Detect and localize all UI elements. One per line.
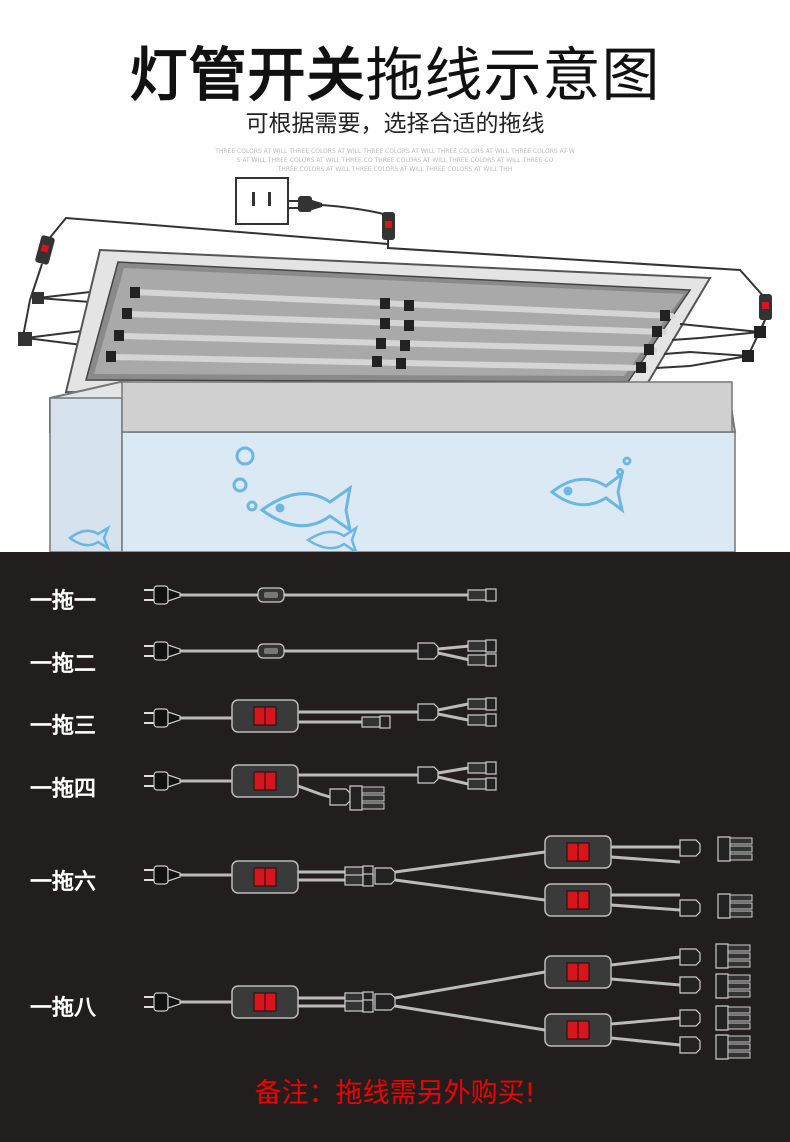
fish-icon <box>549 470 625 514</box>
tank-lid <box>64 248 712 398</box>
fine-print-line: THREE COLORS AT WILL THREE COLORS AT WIL… <box>215 148 575 155</box>
aquarium-illustration <box>18 177 772 552</box>
title-light: 拖线示意图 <box>365 41 661 109</box>
cable-1to4-diagram <box>143 761 497 811</box>
diagram-section: 灯管开关拖线示意图 可根据需要，选择合适的拖线 THREE COLORS AT … <box>0 0 790 552</box>
plug-icon <box>287 196 322 212</box>
cable-diagrams <box>143 585 753 1060</box>
page-subtitle: 可根据需要，选择合适的拖线 <box>245 111 545 137</box>
cable-label-1to4: 一拖四 <box>30 777 97 802</box>
fish-tank <box>49 380 737 552</box>
right-switch-icon <box>759 294 772 320</box>
cable-label-1to2: 一拖二 <box>30 652 97 677</box>
wall-outlet-icon <box>235 177 289 225</box>
inline-switch-icon <box>382 212 395 240</box>
cable-label-1to8: 一拖八 <box>30 996 97 1021</box>
title-bold: 灯管开关 <box>129 41 366 109</box>
fish-icon <box>67 524 359 552</box>
fish-icon <box>259 484 353 534</box>
fine-print-line: S AT WILL THREE COLORS AT WILL THREE CO … <box>236 157 554 164</box>
cable-label-1to1: 一拖一 <box>30 589 97 614</box>
cable-label-1to3: 一拖三 <box>30 714 97 739</box>
page-title: 灯管开关拖线示意图 <box>0 28 790 112</box>
purchase-note: 备注：拖线需另外购买! <box>254 1078 536 1109</box>
fine-print-line: THREE COLORS AT WILL THREE COLORS AT WIL… <box>277 166 513 173</box>
left-switch-icon <box>35 235 55 265</box>
cable-label-1to6: 一拖六 <box>30 870 97 895</box>
